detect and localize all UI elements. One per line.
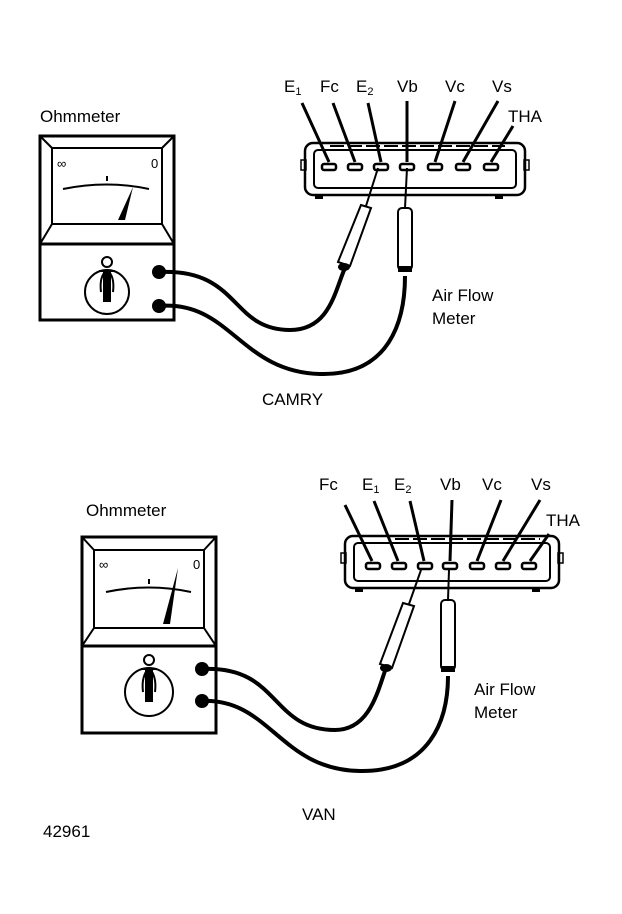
pin-label-vb: Vb: [397, 77, 418, 96]
pin-terminal: [468, 561, 486, 571]
panel-caption: VAN: [302, 805, 336, 824]
pin-label-e2: E2: [356, 77, 373, 98]
pin-terminal: [494, 561, 512, 571]
scale-infinity-mark: ∞: [57, 156, 66, 171]
ohmmeter-label: Ohmmeter: [86, 501, 167, 520]
pin-label-vb: Vb: [440, 475, 461, 494]
pin-terminal: [390, 561, 408, 571]
panel-van: Ohmmeter ∞ 0: [80, 475, 581, 824]
component-label-line2: Meter: [474, 703, 518, 722]
pin-label-vs: Vs: [531, 475, 551, 494]
pin-label-vc: Vc: [445, 77, 465, 96]
test-lead-1: [158, 267, 347, 333]
pin-terminal: [372, 162, 390, 172]
ohmmeter-scale-arc: [62, 183, 150, 190]
probe-vb: [397, 167, 413, 272]
test-lead-2: [158, 275, 407, 377]
ohmmeter-dial-window: [93, 549, 205, 629]
panel-caption: CAMRY: [262, 390, 323, 409]
connector-housing: [303, 141, 527, 197]
pin-label-e1: E1: [284, 77, 301, 98]
pin-terminal: [426, 162, 444, 172]
connector-pins: [364, 561, 538, 571]
ohmmeter: ∞ 0: [38, 134, 176, 322]
pin-terminal: [320, 162, 338, 172]
connector-pins: [320, 162, 500, 172]
pin-terminal: [416, 561, 434, 571]
pin-label-e1: E1: [362, 475, 379, 496]
pin-terminal: [454, 162, 472, 172]
panel-camry: Ohmmeter ∞ 0: [38, 77, 543, 409]
pin-label-vs: Vs: [492, 77, 512, 96]
test-lead-2: [201, 675, 450, 774]
ohmmeter-needle: [163, 568, 178, 624]
component-label-line1: Air Flow: [432, 286, 494, 305]
figure-id: 42961: [43, 822, 90, 841]
pin-leaders: [300, 100, 515, 163]
probe-e2: [378, 569, 422, 672]
ohmmeter-label: Ohmmeter: [40, 107, 121, 126]
pin-leaders: [343, 499, 551, 562]
ohmmeter-scale-arc: [105, 586, 192, 593]
airflow-meter-connector: [300, 141, 530, 199]
ohmmeter-dial-window: [51, 147, 163, 225]
ohmmeter: ∞ 0: [80, 535, 218, 735]
scale-zero-mark: 0: [151, 156, 158, 171]
pin-terminal: [482, 162, 500, 172]
component-label-line2: Meter: [432, 309, 476, 328]
pin-label-fc: Fc: [320, 77, 339, 96]
probe-e2: [336, 167, 379, 271]
pin-label-e2: E2: [394, 475, 411, 496]
scale-infinity-mark: ∞: [99, 557, 108, 572]
connector-face: [313, 149, 517, 189]
ohmmeter-needle: [118, 187, 133, 220]
scale-zero-mark: 0: [193, 557, 200, 572]
ohmmeter-body: [80, 535, 218, 735]
pin-terminal: [346, 162, 364, 172]
component-label-line1: Air Flow: [474, 680, 536, 699]
pin-terminal: [441, 561, 459, 571]
probe-vb: [440, 569, 456, 672]
ohmmeter-body: [38, 134, 176, 322]
pin-label-tha: THA: [546, 511, 581, 530]
pin-label-vc: Vc: [482, 475, 502, 494]
test-lead-1: [201, 666, 388, 733]
pin-label-fc: Fc: [319, 475, 338, 494]
pin-label-tha: THA: [508, 107, 543, 126]
pin-terminal: [364, 561, 382, 571]
pin-terminal: [520, 561, 538, 571]
pin-terminal: [398, 162, 416, 172]
